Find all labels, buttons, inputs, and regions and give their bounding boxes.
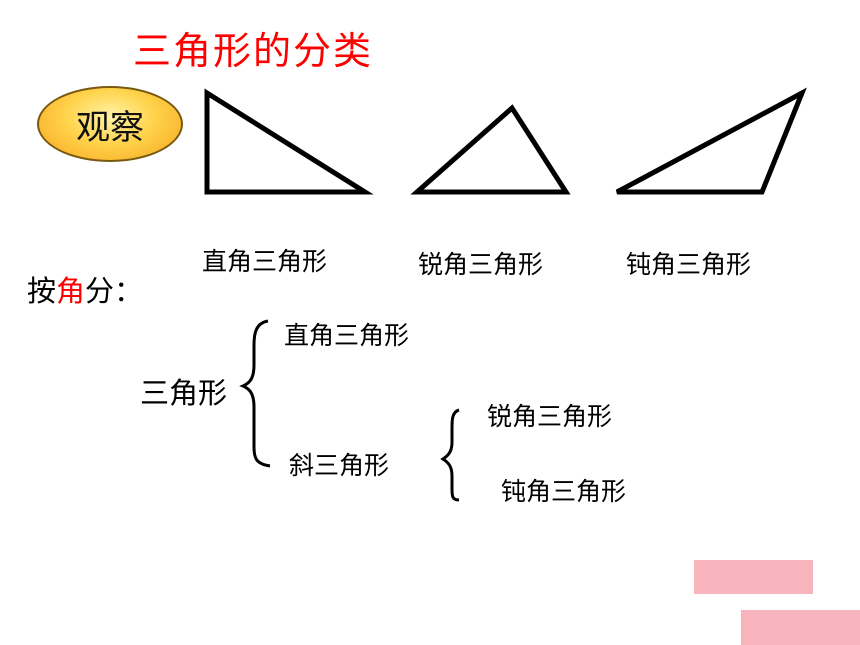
tree-root-label: 三角形	[140, 376, 228, 410]
inner-brace	[440, 408, 460, 502]
acute-triangle-label: 锐角三角形	[418, 250, 544, 279]
obtuse-triangle-label: 钝角三角形	[626, 250, 752, 279]
nav-button-lower[interactable]	[741, 610, 860, 645]
acute-triangle-shape	[410, 104, 571, 195]
branch-obtuse: 钝角三角形	[501, 477, 627, 506]
branch-right: 直角三角形	[284, 321, 410, 350]
observe-label: 观察	[76, 107, 144, 148]
nav-button-upper[interactable]	[694, 560, 813, 594]
heading-suffix: 分：	[85, 274, 144, 308]
right-triangle-label: 直角三角形	[202, 247, 328, 276]
observe-badge: 观察	[37, 86, 183, 162]
obtuse-triangle-shape	[615, 87, 807, 195]
outer-brace	[239, 319, 271, 468]
right-triangle-shape	[204, 88, 374, 195]
classify-heading: 按角分：	[27, 268, 143, 310]
heading-prefix: 按	[27, 274, 57, 308]
branch-oblique: 斜三角形	[289, 451, 390, 480]
page-title: 三角形的分类	[133, 29, 374, 73]
heading-highlight: 角	[56, 274, 86, 308]
branch-acute: 锐角三角形	[487, 402, 613, 431]
